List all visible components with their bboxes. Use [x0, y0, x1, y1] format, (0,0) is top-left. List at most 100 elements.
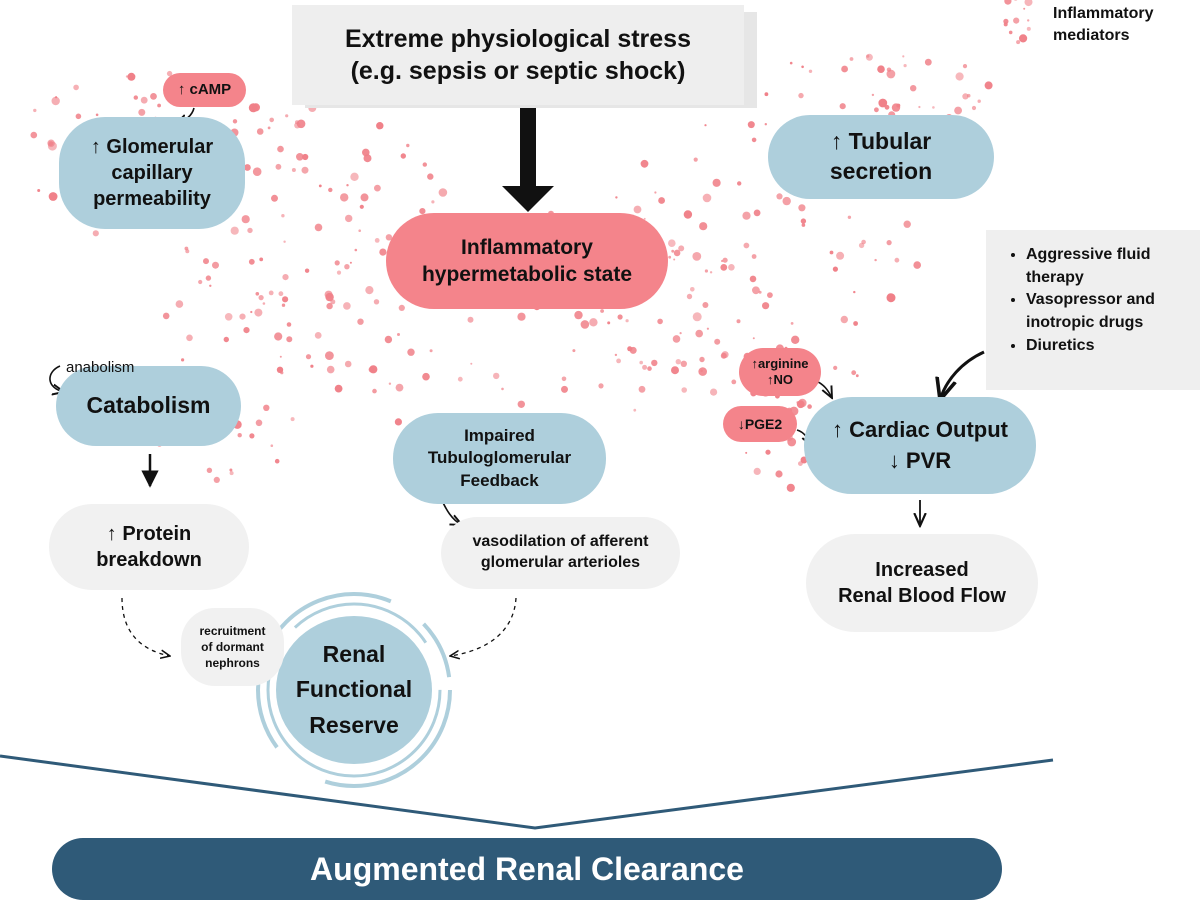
mediator-dot	[278, 291, 284, 297]
mediator-dot	[752, 286, 760, 295]
mediator-dot	[334, 384, 343, 393]
mediator-dot	[962, 64, 968, 69]
mediator-dot	[407, 348, 415, 356]
mediator-dot	[344, 360, 352, 368]
mediator-dot	[181, 358, 185, 362]
mediator-dot	[395, 383, 404, 392]
mediator-dot	[184, 246, 189, 251]
mediator-dot	[501, 387, 504, 391]
mediator-dot	[301, 166, 309, 174]
stress-node: Extreme physiological stress (e.g. sepsi…	[292, 5, 744, 105]
mediator-dot	[291, 168, 296, 172]
mediator-dot	[73, 84, 79, 91]
mediator-dot	[48, 192, 58, 201]
mediator-dot	[281, 214, 285, 218]
mediator-dot	[839, 103, 846, 110]
mediator-dot	[722, 257, 728, 263]
mediator-dot	[290, 417, 295, 422]
mediator-dot	[1003, 18, 1009, 24]
mediator-dot	[282, 296, 289, 303]
mediator-dot	[807, 404, 812, 409]
mediator-dot	[326, 365, 335, 374]
mediator-dot	[874, 107, 879, 113]
mediator-dot	[786, 483, 795, 492]
mediator-dot	[913, 261, 921, 269]
mediator-dot	[304, 268, 310, 273]
vaso-line1: vasodilation of afferent	[472, 533, 649, 551]
mediator-dot	[365, 286, 374, 295]
mediator-dot	[203, 258, 209, 265]
mediator-dot	[753, 209, 761, 217]
mediator-dot	[92, 230, 99, 237]
mediator-dot	[133, 95, 138, 100]
mediator-dot	[285, 114, 289, 118]
mediator-dot	[654, 191, 657, 194]
mediator-dot	[764, 123, 767, 126]
mediator-dot	[712, 178, 721, 187]
mediator-dot	[886, 293, 896, 303]
mediator-dot	[681, 387, 687, 393]
mediator-dot	[706, 327, 710, 330]
mediator-dot	[853, 321, 858, 326]
tubuloglomerular-feedback-node: Impaired Tubuloglomerular Feedback	[393, 413, 606, 504]
mediator-dot	[314, 223, 323, 232]
mediator-dot	[698, 367, 707, 376]
mediator-dot	[325, 292, 334, 302]
mediator-dot	[671, 249, 675, 253]
mediator-dot	[675, 359, 681, 365]
mediator-dot	[422, 162, 427, 167]
recruit-line1: recruitment	[199, 623, 266, 638]
cardiac-line2: ↓ PVR	[888, 447, 952, 473]
mediator-dot	[704, 269, 709, 273]
mediator-dot	[255, 419, 263, 427]
mediator-dot	[861, 239, 866, 245]
mediator-dot	[247, 227, 253, 234]
tgf-line2: Tubuloglomerular	[427, 448, 572, 468]
mediator-dot	[493, 372, 500, 380]
pge2-badge: ↓PGE2	[723, 406, 797, 442]
mediator-dot	[580, 320, 590, 329]
mediator-dot	[633, 205, 642, 214]
mediator-dot	[847, 215, 852, 219]
mediator-dot	[243, 327, 250, 334]
mediator-dot	[1004, 0, 1012, 5]
mediator-dot	[283, 240, 286, 243]
mediator-dot	[728, 264, 735, 271]
mediator-dot	[349, 261, 352, 264]
mediator-dot	[212, 261, 219, 269]
catabolism-node: Catabolism	[56, 366, 241, 446]
mediator-dot	[359, 204, 364, 209]
mediator-dot	[1023, 7, 1026, 10]
no-label: ↑NO	[766, 372, 793, 387]
catabolism-label: Catabolism	[86, 392, 211, 419]
mediator-dot	[248, 103, 258, 113]
mediator-dot	[350, 172, 359, 181]
mediator-dot	[357, 318, 364, 325]
mediator-dot	[607, 321, 611, 325]
banner-label: Augmented Renal Clearance	[310, 850, 744, 887]
mediator-dot	[600, 309, 604, 313]
mediator-dot	[695, 329, 703, 338]
mediator-dot	[640, 159, 649, 168]
mediator-dot	[704, 124, 707, 127]
inflammatory-state-node: Inflammatory hypermetabolic state	[386, 213, 668, 309]
mediator-dot	[884, 104, 890, 110]
mediator-dot	[398, 304, 405, 311]
mediator-dot	[798, 204, 806, 212]
mediator-dot	[262, 302, 266, 305]
mediator-dot	[721, 351, 729, 359]
mediator-dot	[932, 106, 935, 109]
intervention-item: Aggressive fluid therapy	[1026, 244, 1192, 289]
mediator-dot	[849, 57, 854, 61]
mediator-dot	[720, 264, 728, 271]
mediator-dot	[561, 385, 568, 393]
reserve-line3: Reserve	[309, 711, 399, 738]
mediator-dot	[894, 257, 900, 263]
mediator-dot	[175, 300, 184, 308]
mediator-dot	[286, 322, 292, 327]
mediator-dot	[345, 214, 353, 223]
mediator-dot	[574, 310, 583, 320]
mediator-dot	[1027, 19, 1030, 22]
mediator-dot	[971, 105, 977, 111]
mediator-dot	[340, 193, 349, 202]
